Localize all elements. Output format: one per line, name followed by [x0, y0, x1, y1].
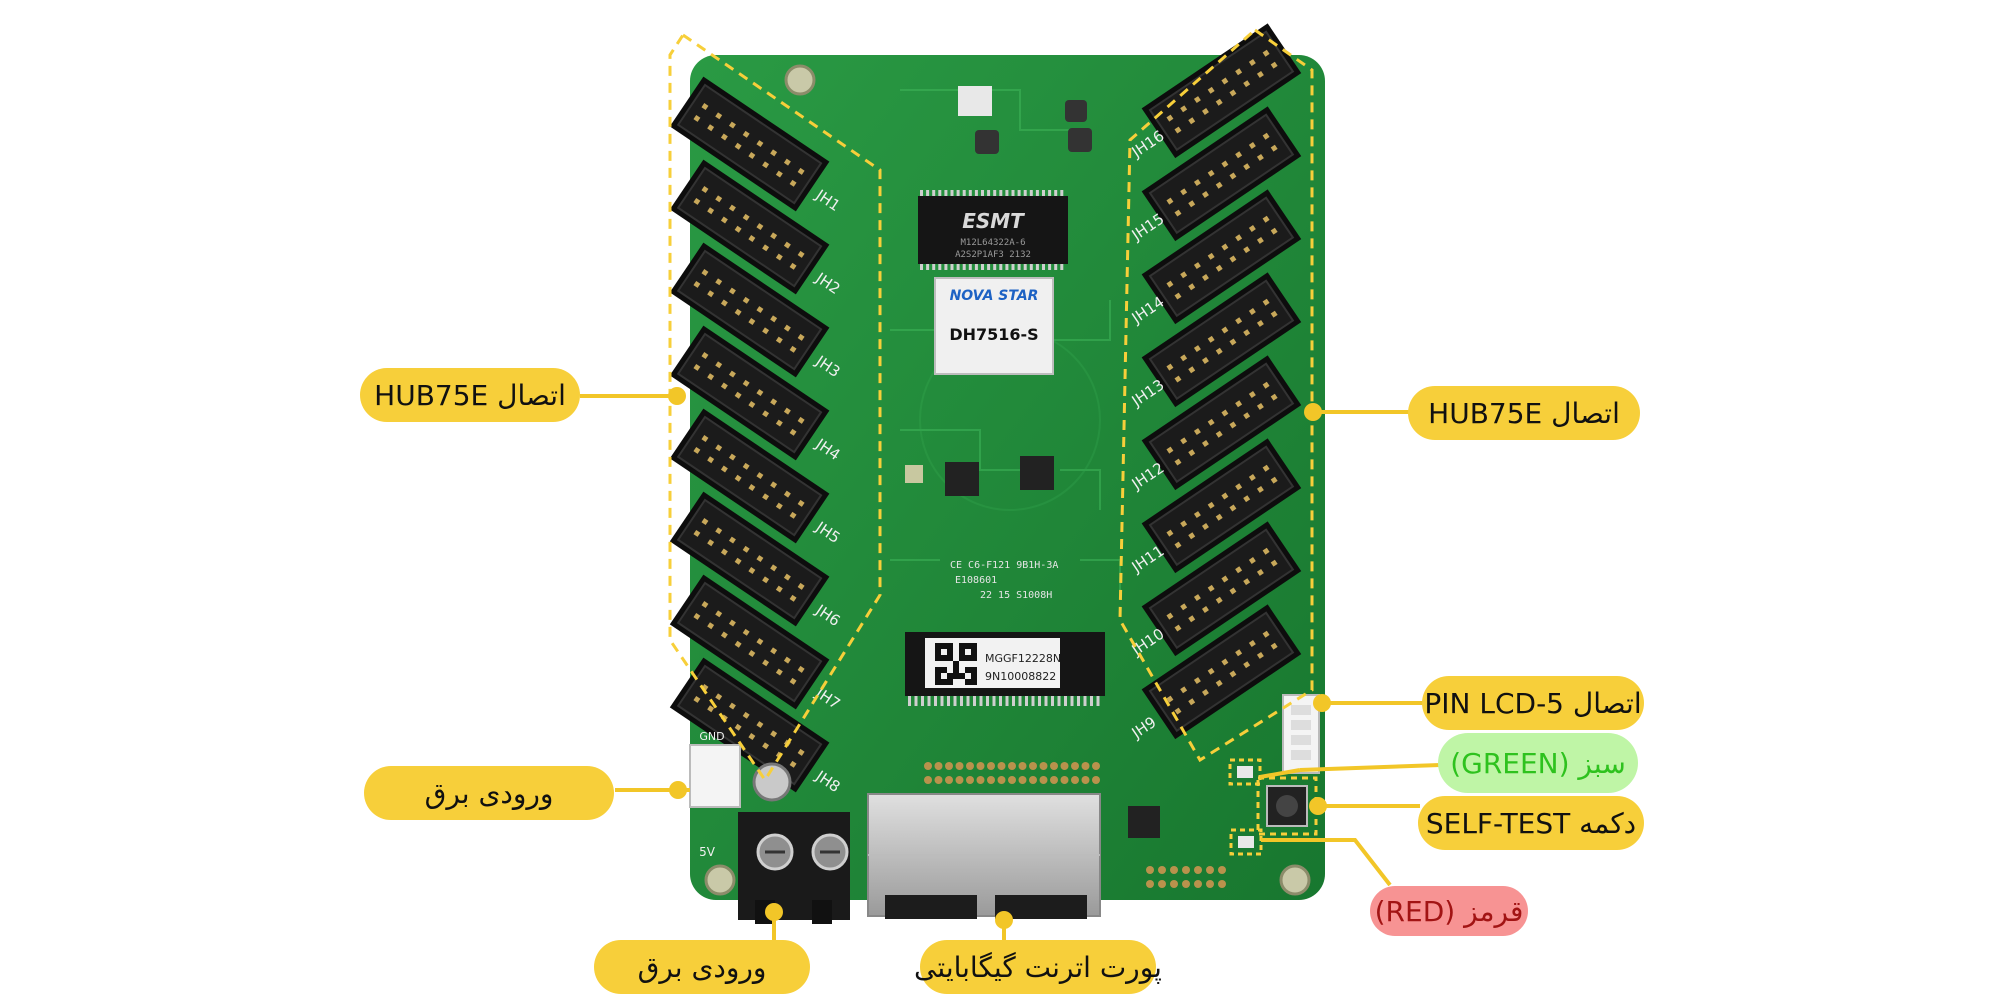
hub75e-connector-right-8: JH9 — [1128, 604, 1302, 743]
callout-power-input-bottom: ورودی برق — [594, 940, 810, 994]
hub75e-connector-left-3: JH3 — [669, 242, 844, 381]
model-number: DH7516-S — [949, 325, 1038, 344]
callout-lcd-connector: اتصال 5-PIN LCD — [1422, 676, 1644, 730]
callout-lcd-connector-text: اتصال 5-PIN LCD — [1424, 686, 1642, 720]
main-controller-chip: NOVA STAR DH7516-S — [934, 277, 1054, 375]
callout-gigabit-ethernet-text: پورت اترنت گیگابایتی — [914, 950, 1162, 984]
callout-gigabit-ethernet: پورت اترنت گیگابایتی — [914, 940, 1162, 994]
hub75e-connector-right-2: JH15 — [1128, 106, 1302, 245]
green-led — [1237, 766, 1253, 778]
memory-chip-code: M12L64322A-6 — [960, 238, 1025, 248]
callout-hub75e-right-text: اتصال HUB75E — [1428, 396, 1620, 430]
brand-logo-text: NOVA STAR — [950, 288, 1039, 304]
callout-self-test-button-text: دکمه SELF-TEST — [1425, 806, 1637, 840]
small-ics — [905, 456, 1054, 496]
ethernet-ports — [867, 793, 1101, 919]
leader-dots — [668, 387, 1331, 929]
right-connectors-outline — [1118, 28, 1314, 763]
hub75e-connector-left-4: JH4 — [669, 325, 844, 464]
callout-power-input-bottom-text: ورودی برق — [637, 950, 767, 984]
cert-line-1: CE C6-F121 9B1H-3A — [950, 560, 1058, 571]
callout-hub75e-right: اتصال HUB75E — [1408, 386, 1640, 440]
top-components — [958, 86, 1092, 154]
memory-chip-brand: ESMT — [962, 209, 1025, 233]
memory-chip: ESMT M12L64322A-6 A2S2P1AF3 2132 — [918, 190, 1068, 270]
power-terminal-block — [738, 812, 850, 924]
memory-chip-date-code: A2S2P1AF3 2132 — [955, 250, 1031, 260]
callout-red-led-text: قرمز (RED) — [1374, 894, 1524, 928]
gnd-label: GND — [699, 730, 724, 743]
cert-line-3: 22 15 S1008H — [980, 590, 1052, 601]
callout-hub75e-left-text: اتصال HUB75E — [374, 378, 566, 412]
power-header: GND 5V — [689, 730, 792, 859]
callout-green-led-text: سبز (GREEN) — [1450, 746, 1626, 780]
hub75e-connector-left-5: JH5 — [669, 408, 844, 547]
hub75e-connector-right-7: JH10 — [1128, 521, 1302, 660]
bottom-right-components — [1128, 806, 1226, 888]
callout-self-test-button: دکمه SELF-TEST — [1418, 796, 1644, 850]
ethernet-transformer-module: MGGF12228N 9N10008822 — [905, 632, 1105, 706]
5v-label: 5V — [699, 845, 716, 859]
callout-power-input-left: ورودی برق — [364, 766, 614, 820]
hub75e-connector-left-2: JH2 — [669, 159, 844, 298]
hub75e-connector-left-6: JH6 — [669, 491, 844, 630]
module-code-1: MGGF12228N — [985, 652, 1061, 665]
callout-power-input-left-text: ورودی برق — [424, 776, 554, 810]
cert-line-2: E108601 — [955, 575, 997, 586]
left-connectors-outline — [668, 32, 882, 783]
hub75e-connector-left-1: JH1 — [669, 76, 844, 215]
callout-red-led: قرمز (RED) — [1370, 886, 1528, 936]
pin-header — [924, 762, 1100, 784]
module-code-2: 9N10008822 — [985, 670, 1056, 683]
red-led — [1238, 836, 1254, 848]
self-test-button — [1266, 785, 1308, 827]
callout-hub75e-left: اتصال HUB75E — [360, 368, 580, 422]
certification-marks: CE C6-F121 9B1H-3A E108601 22 15 S1008H — [950, 560, 1058, 601]
lcd-5pin-connector — [1282, 694, 1320, 774]
self-test-outline — [1256, 776, 1318, 836]
hub75e-connector-left-7: JH7 — [669, 574, 844, 713]
callout-green-led: سبز (GREEN) — [1438, 733, 1638, 793]
